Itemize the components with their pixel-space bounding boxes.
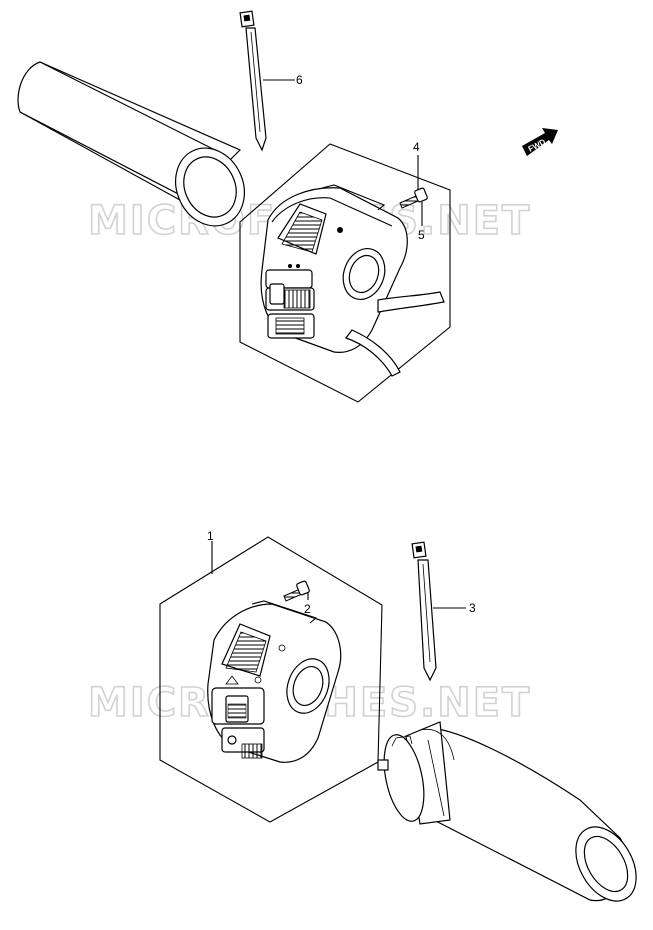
throttle-grip-upper [17,61,245,227]
cable-tie-lower [411,541,437,682]
screw-lower [283,580,310,602]
screw-upper [399,187,428,209]
handlebar-switch-left [260,184,445,377]
throttle-grip-lower [377,721,637,902]
callout-5: 5 [418,228,425,242]
callout-2: 2 [304,602,311,616]
callout-3: 3 [469,601,476,615]
callout-6: 6 [296,73,303,87]
fwd-arrow-icon: FWD [522,128,558,156]
handlebar-switch-right [207,600,342,763]
cable-tie-upper [239,10,267,152]
callout-4: 4 [413,140,420,154]
assembly-frame-upper [239,143,451,403]
callout-1: 1 [207,529,214,543]
